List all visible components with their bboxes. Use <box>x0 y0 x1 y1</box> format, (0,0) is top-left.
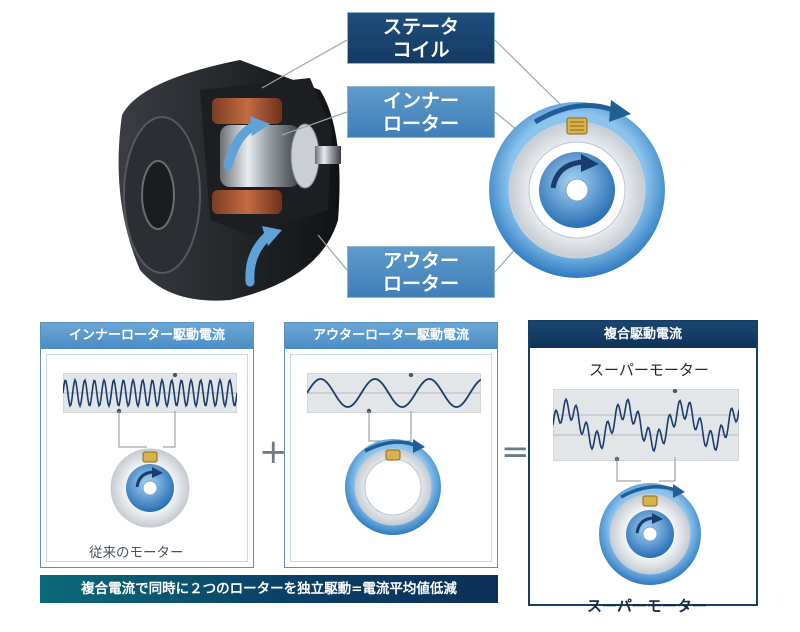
rotor-diagram-combined <box>599 483 701 585</box>
panel-combined-current: 複合駆動電流 スーパーモーター スーパーモーター <box>528 320 758 615</box>
callout-stator-coil: ステータ コイル <box>347 12 495 64</box>
conventional-motor-caption: 従来のモーター <box>89 545 184 561</box>
callout-stator-line2: コイル <box>392 39 450 61</box>
panel-inner-rotor-current: インナーローター駆動電流 従来のモーター <box>40 322 254 568</box>
rotor-diagram-outer <box>345 439 441 535</box>
callout-stator-line1: ステータ <box>382 16 459 38</box>
plus-operator: + <box>259 432 288 472</box>
rotor-diagram-inner <box>110 448 190 528</box>
panel-inner-title: インナーローター駆動電流 <box>41 323 253 349</box>
callout-inner-line2: ローター <box>382 113 459 135</box>
stator-coil-top <box>212 98 282 124</box>
panel-combined-title: 複合駆動電流 <box>530 322 756 348</box>
panel-outer-rotor-current: アウターローター駆動電流 <box>284 322 498 568</box>
equals-operator: = <box>501 432 530 472</box>
rotor-diagram-large <box>489 100 665 278</box>
callout-outer-rotor: アウター ローター <box>347 246 495 298</box>
motor-shaft <box>315 146 341 164</box>
callout-outer-line2: ローター <box>382 273 459 295</box>
panel-outer-title: アウターローター駆動電流 <box>285 323 497 349</box>
callout-inner-line1: インナー <box>382 90 459 112</box>
combined-leader-lines <box>616 457 676 482</box>
summary-banner: 複合電流で同時に２つのローターを独立駆動=電流平均値低減 <box>40 575 498 603</box>
inner-current-wave <box>63 373 237 413</box>
motor-cutaway-illustration <box>118 60 341 301</box>
super-motor-wave-label: スーパーモーター <box>589 361 709 379</box>
stator-coil-bottom <box>212 190 282 214</box>
outer-rotor-arrow-icon <box>533 103 614 125</box>
callout-outer-line1: アウター <box>382 250 459 272</box>
rotor-hub <box>565 178 589 202</box>
inner-rotor-arrow-icon <box>550 159 584 189</box>
super-motor-caption: スーパーモーター <box>587 597 707 615</box>
callout-inner-rotor: インナー ローター <box>347 86 495 138</box>
outer-current-wave <box>307 373 481 413</box>
inner-leader-lines <box>118 411 176 448</box>
combined-current-wave <box>553 389 739 461</box>
